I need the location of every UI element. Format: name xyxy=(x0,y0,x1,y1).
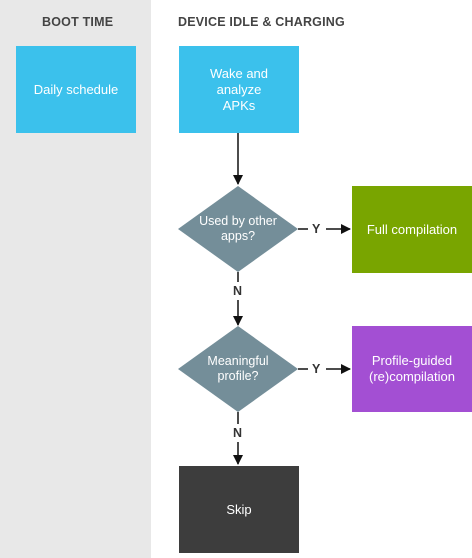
wake-analyze-node: Wake and analyze APKs xyxy=(179,46,299,133)
used-by-other-apps-node: Used by other apps? xyxy=(199,214,277,243)
no-label-used: N xyxy=(233,284,243,298)
skip-node: Skip xyxy=(179,466,299,553)
profile-guided-node: Profile-guided (re)compilation xyxy=(352,326,472,412)
used-by-other-apps-diamond-shape xyxy=(178,186,298,272)
boot-time-lane-title: BOOT TIME xyxy=(42,15,114,29)
meaningful-profile-diamond-shape xyxy=(178,326,298,412)
yes-label-profile: Y xyxy=(312,362,321,376)
idle-charging-lane-title: DEVICE IDLE & CHARGING xyxy=(178,15,345,29)
no-label-profile: N xyxy=(233,426,243,440)
daily-schedule-node: Daily schedule xyxy=(16,46,136,133)
full-compilation-node: Full compilation xyxy=(352,186,472,273)
meaningful-profile-node: Meaningful profile? xyxy=(207,354,269,383)
yes-label-used: Y xyxy=(312,222,321,236)
